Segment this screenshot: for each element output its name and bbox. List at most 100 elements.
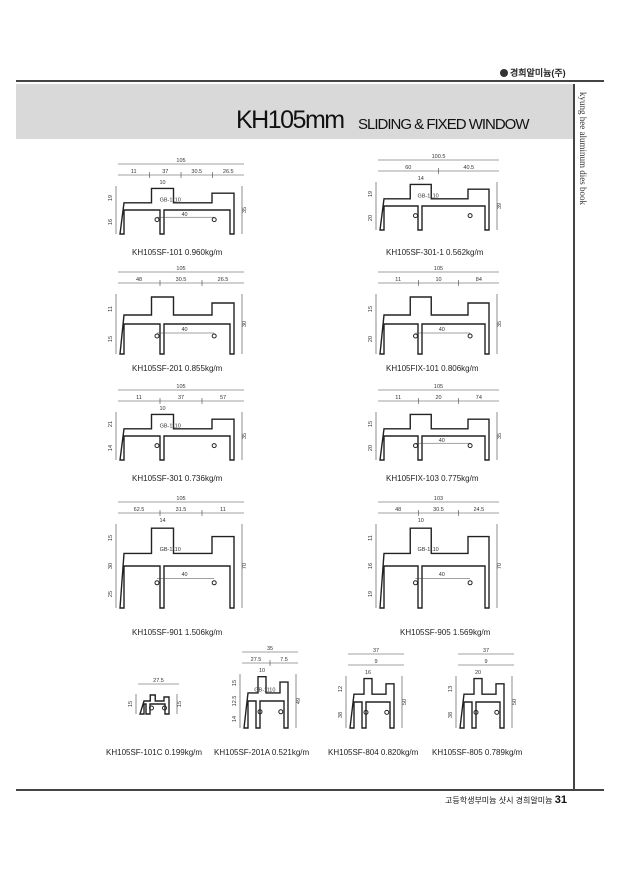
dimension-label: 49 <box>296 698 302 704</box>
profile-outline <box>379 183 490 231</box>
side-caption: kyung hee aluminum dies book <box>578 92 588 205</box>
page-number: 31 <box>554 794 567 806</box>
profile-outline <box>119 296 235 355</box>
screw-port <box>467 443 473 449</box>
dimension-label: 9 <box>484 659 487 665</box>
dimension-label: 37 <box>373 648 379 654</box>
dimension-label: 50 <box>512 699 518 705</box>
profile-weight: 1.569kg/m <box>450 628 491 637</box>
dimension-label: 30.5 <box>433 507 444 513</box>
dimension-label: 35 <box>242 433 248 439</box>
dimension-label: 11 <box>395 395 401 401</box>
dimension-label: 105 <box>434 266 443 272</box>
screw-port <box>278 709 284 715</box>
page-subtitle: SLIDING & FIXED WINDOW <box>358 116 530 133</box>
dimension-label: 10 <box>418 518 424 524</box>
dimension-label: 21 <box>108 421 114 427</box>
dimension-label: 39 <box>497 203 503 209</box>
dimension-label: 14 <box>418 176 424 182</box>
dimension-label: 15 <box>108 336 114 342</box>
screw-port <box>413 213 418 219</box>
profile-outline <box>379 413 490 461</box>
dimension-label: 9 <box>374 659 377 665</box>
dimension-label: 37 <box>162 169 168 175</box>
dimension-label: 13 <box>448 686 454 692</box>
dimension-label: 84 <box>476 277 482 283</box>
brand-mark: 경희알미늄(주) <box>500 66 566 79</box>
dimension-label: 105 <box>176 158 185 164</box>
dimension-label: 30 <box>108 563 114 569</box>
profile-caption: KH105SF-901 1.506kg/m <box>132 628 222 637</box>
screw-port <box>257 709 263 715</box>
dimension-label: 10 <box>435 277 441 283</box>
dimension-label: 24.5 <box>473 507 484 513</box>
dimension-label: 27.5 <box>251 657 262 663</box>
profile-code: KH105SF-301-1 <box>386 248 444 257</box>
screw-port <box>467 333 473 339</box>
dimension-label: 14 <box>108 445 114 451</box>
screw-port <box>211 333 217 339</box>
gasket-tag: GB-1110 <box>417 547 438 553</box>
screw-port <box>162 705 167 711</box>
screw-port <box>149 705 154 711</box>
dimension-label: 11 <box>368 535 374 541</box>
profile-outline <box>379 296 490 355</box>
profile-outline <box>243 676 289 729</box>
profile-caption: KH105SF-804 0.820kg/m <box>328 748 418 757</box>
dimension-label: 15 <box>368 306 374 312</box>
dimension-label: 37 <box>178 395 184 401</box>
dimension-label: 27.5 <box>153 678 164 684</box>
screw-port <box>413 580 418 586</box>
profile-caption: KH105SF-905 1.569kg/m <box>400 628 490 637</box>
profile-caption: KH105SF-101C 0.199kg/m <box>106 748 202 757</box>
profile-weight: 0.960kg/m <box>182 248 223 257</box>
dimension-label: 103 <box>434 496 443 502</box>
screw-port <box>384 709 390 715</box>
profile-weight: 1.506kg/m <box>182 628 223 637</box>
dimension-label: 14 <box>232 716 238 722</box>
dimension-label: 48 <box>395 507 401 513</box>
dimension-label: 35 <box>497 321 503 327</box>
profile-weight: 0.736kg/m <box>182 474 223 483</box>
profile-weight: 0.806kg/m <box>438 364 479 373</box>
dimension-label: 19 <box>368 591 374 597</box>
dimension-label: 60 <box>405 165 411 171</box>
dimension-label: 35 <box>267 646 273 652</box>
page-footer: 고등학생부미늄 샷시 경희알미늄 31 <box>445 794 567 806</box>
profile-caption: KH105SF-301 0.736kg/m <box>132 474 222 483</box>
dimension-label: 16 <box>368 563 374 569</box>
dimension-label: 50 <box>402 699 408 705</box>
dimension-label: 40 <box>439 327 445 333</box>
profile-weight: 0.789kg/m <box>482 748 523 757</box>
dimension-label: 40 <box>439 438 445 444</box>
title-banner <box>16 84 573 139</box>
dimension-label: 15 <box>177 701 183 707</box>
dimension-label: 7.5 <box>280 657 288 663</box>
dimension-label: 105 <box>434 384 443 390</box>
dimension-label: 37 <box>483 648 489 654</box>
profile-caption: KH105SF-101 0.960kg/m <box>132 248 222 257</box>
dimension-label: 100.5 <box>432 154 446 160</box>
top-rule <box>16 80 604 82</box>
brand-name: 경희알미늄(주) <box>510 68 566 78</box>
dimension-label: 70 <box>497 563 503 569</box>
dimension-label: 48 <box>136 277 142 283</box>
dimension-label: 25 <box>108 591 114 597</box>
profile-weight: 0.855kg/m <box>182 364 223 373</box>
dimension-label: 14 <box>159 518 165 524</box>
dimension-label: 40 <box>439 572 445 578</box>
brand-logo-icon <box>500 69 508 77</box>
profile-caption: KH105SF-201A 0.521kg/m <box>214 748 309 757</box>
dimension-label: 16 <box>108 219 114 225</box>
profile-code: KH105SF-101C <box>106 748 163 757</box>
screw-port <box>154 333 160 339</box>
dimension-label: 15 <box>108 535 114 541</box>
profile-code: KH105SF-301 <box>132 474 183 483</box>
dimension-label: 40 <box>181 327 187 333</box>
screw-port <box>154 443 160 449</box>
footer-text: 고등학생부미늄 샷시 경희알미늄 <box>445 796 553 805</box>
